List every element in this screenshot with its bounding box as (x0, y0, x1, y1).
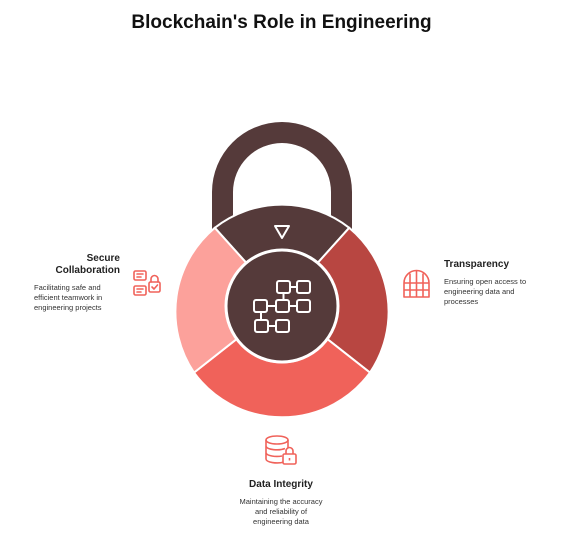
lock-shackle (212, 122, 352, 235)
collaboration-description: Facilitating safe and efficient teamwork… (34, 283, 103, 312)
triangle-down-icon (274, 225, 290, 239)
integrity-label: Data Integrity Maintaining the accuracy … (225, 479, 337, 527)
transparency-description: Ensuring open access to engineering data… (444, 277, 527, 306)
collaboration-label: Secure Collaboration Facilitating safe a… (34, 253, 120, 313)
page-title: Blockchain's Role in Engineering (131, 12, 432, 33)
window-icon (403, 269, 430, 298)
integrity-title: Data Integrity (249, 479, 313, 490)
lock-center (224, 248, 340, 364)
locked-database-icon (265, 435, 297, 465)
transparency-title: Transparency (444, 259, 510, 270)
collaboration-title: Secure Collaboration (55, 253, 120, 276)
transparency-label: Transparency Ensuring open access to eng… (444, 259, 544, 307)
integrity-description: Maintaining the accuracy and reliability… (239, 497, 323, 526)
secure-devices-icon (133, 270, 161, 296)
blockchain-blocks-icon (253, 280, 311, 333)
